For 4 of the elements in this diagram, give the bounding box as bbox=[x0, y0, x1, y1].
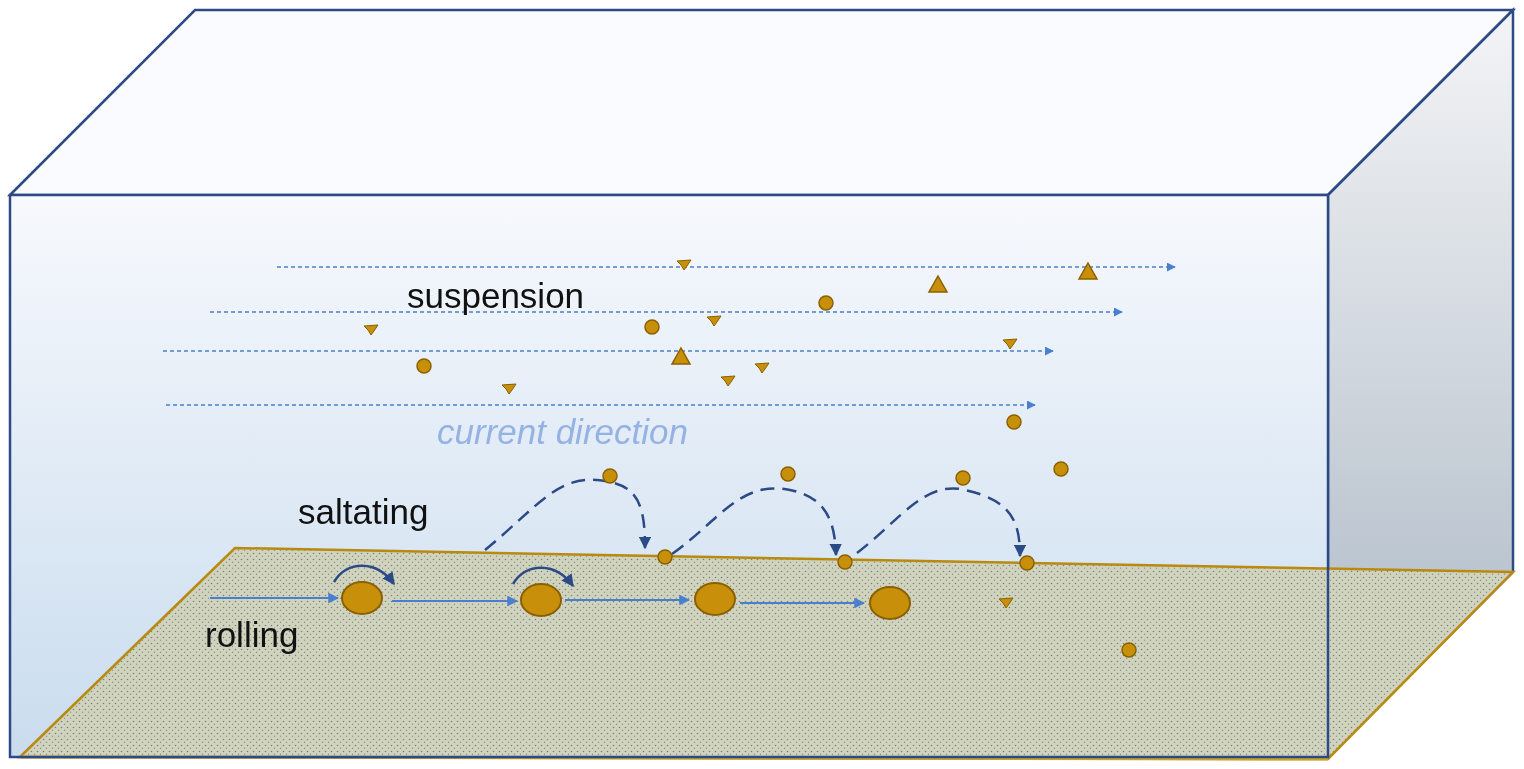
label-text: rolling bbox=[205, 617, 299, 652]
label-text: current direction bbox=[437, 414, 688, 449]
label-text: suspension bbox=[407, 278, 585, 313]
label-text: saltating bbox=[298, 494, 429, 529]
